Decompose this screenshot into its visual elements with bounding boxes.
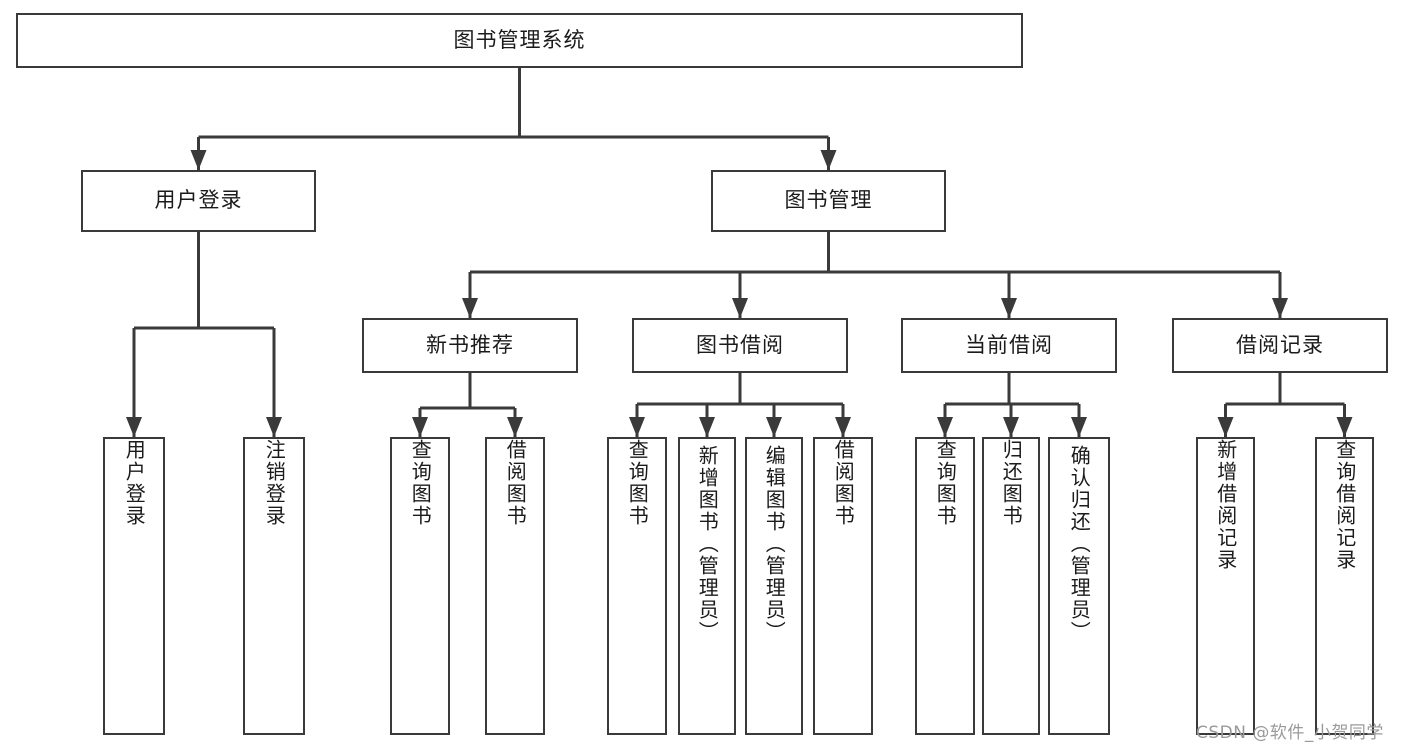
node-leaf-bor-3[interactable]: 编辑图书（管理员） — [745, 437, 803, 735]
node-leaf-login-2[interactable]: 注销登录 — [243, 437, 305, 735]
node-label: 确认归还（管理员） — [1067, 445, 1092, 643]
node-label: 查询借阅记录 — [1332, 439, 1357, 571]
node-label: 归还图书 — [999, 439, 1024, 527]
node-leaf-login-1[interactable]: 用户登录 — [103, 437, 165, 735]
node-label: 图书管理系统 — [453, 27, 586, 52]
node-label: 注销登录 — [262, 439, 287, 527]
node-leaf-rec-2[interactable]: 查询借阅记录 — [1315, 437, 1374, 735]
node-label: 查询图书 — [625, 439, 650, 527]
node-leaf-bor-1[interactable]: 查询图书 — [607, 437, 667, 735]
node-label: 用户登录 — [122, 439, 147, 527]
node-label: 编辑图书（管理员） — [762, 445, 787, 643]
node-label: 新增图书（管理员） — [695, 445, 720, 643]
node-current[interactable]: 当前借阅 — [901, 318, 1117, 373]
node-label: 用户登录 — [154, 188, 243, 213]
node-label: 借阅记录 — [1236, 332, 1324, 357]
node-label: 新增借阅记录 — [1213, 439, 1238, 571]
node-leaf-new-2[interactable]: 借阅图书 — [485, 437, 545, 735]
node-label: 图书管理 — [784, 188, 873, 213]
node-leaf-cur-1[interactable]: 查询图书 — [915, 437, 975, 735]
node-bookmgmt[interactable]: 图书管理 — [711, 170, 946, 232]
node-label: 新书推荐 — [426, 332, 514, 357]
node-root[interactable]: 图书管理系统 — [16, 13, 1023, 68]
node-records[interactable]: 借阅记录 — [1172, 318, 1388, 373]
node-borrow[interactable]: 图书借阅 — [632, 318, 848, 373]
node-login[interactable]: 用户登录 — [81, 170, 316, 232]
node-leaf-new-1[interactable]: 查询图书 — [390, 437, 450, 735]
node-newbook[interactable]: 新书推荐 — [362, 318, 578, 373]
node-leaf-bor-2[interactable]: 新增图书（管理员） — [678, 437, 736, 735]
node-label: 借阅图书 — [831, 439, 856, 527]
node-leaf-bor-4[interactable]: 借阅图书 — [813, 437, 873, 735]
node-label: 借阅图书 — [503, 439, 528, 527]
node-label: 查询图书 — [933, 439, 958, 527]
node-leaf-cur-3[interactable]: 确认归还（管理员） — [1048, 437, 1110, 735]
node-leaf-rec-1[interactable]: 新增借阅记录 — [1196, 437, 1255, 735]
node-leaf-cur-2[interactable]: 归还图书 — [982, 437, 1040, 735]
node-label: 图书借阅 — [696, 332, 784, 357]
node-label: 查询图书 — [408, 439, 433, 527]
node-label: 当前借阅 — [965, 332, 1053, 357]
